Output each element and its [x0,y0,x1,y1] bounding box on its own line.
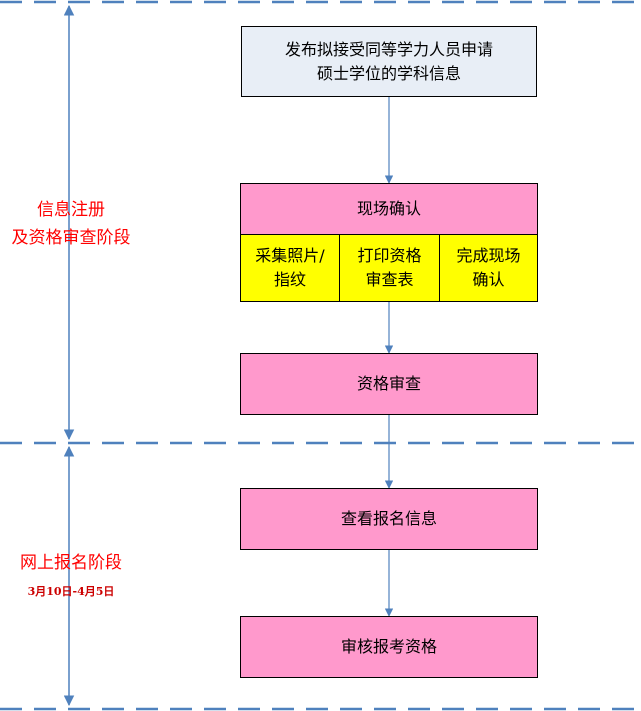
step-view-info-box: 查看报名信息 [240,488,538,550]
step-audit-box: 审核报考资格 [240,616,538,678]
step-onsite-text: 现场确认 [356,199,421,218]
stage-label-online: 网上报名阶段 [20,553,122,573]
step-publish-box: 发布拟接受同等学力人员申请 硕士学位的学科信息 [241,26,537,97]
step-onsite-box: 现场确认 [240,183,538,235]
step-publish-text: 发布拟接受同等学力人员申请 硕士学位的学科信息 [284,39,493,83]
substep-print-box: 打印资格 审查表 [339,234,440,302]
substep-photo-box: 采集照片/ 指纹 [240,234,340,302]
stage-dates-online: 3月10日-4月5日 [27,585,115,598]
stage-label-register: 信息注册 及资格审查阶段 [11,200,131,248]
substep-confirm-text: 完成现场 确认 [456,246,521,289]
step-audit-text: 审核报考资格 [340,637,437,656]
step-review-text: 资格审查 [356,374,421,393]
substep-print-text: 打印资格 审查表 [357,246,422,289]
substep-photo-text: 采集照片/ 指纹 [255,246,325,289]
step-view-info-text: 查看报名信息 [340,509,437,528]
substep-confirm-box: 完成现场 确认 [439,234,538,302]
step-review-box: 资格审查 [240,353,538,415]
